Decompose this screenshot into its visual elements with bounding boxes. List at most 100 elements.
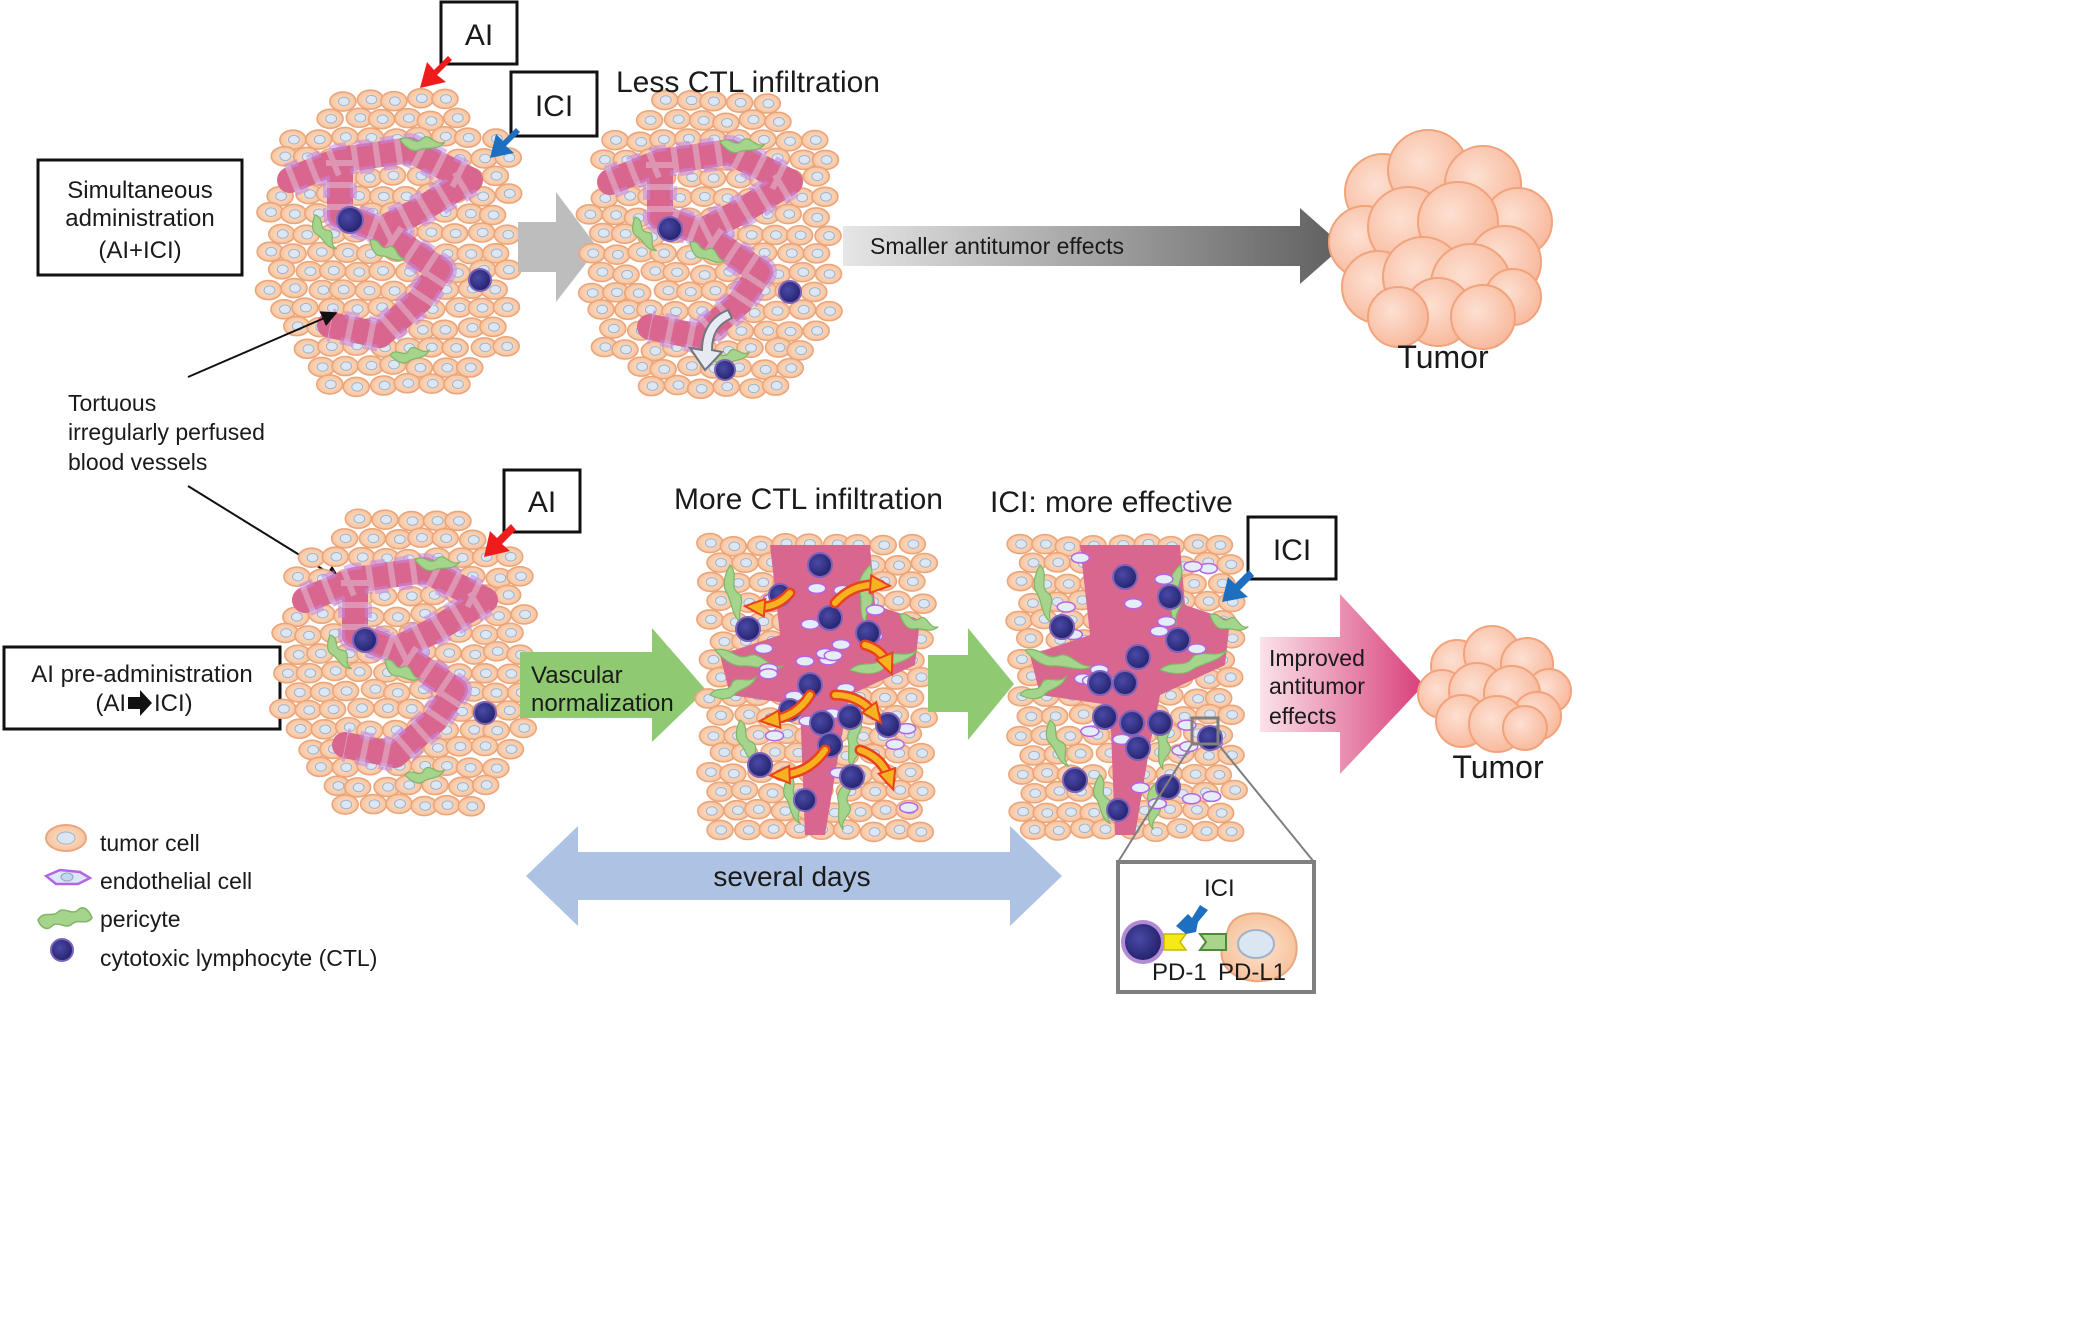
tumor-cell (599, 318, 627, 339)
tumor-cell (757, 782, 786, 804)
tumor-cell (269, 698, 297, 720)
tumor-cell (761, 375, 790, 396)
smaller-effects-arrow: Smaller antitumor effects (843, 208, 1343, 284)
tumor-cell (356, 89, 385, 110)
ctl-cell (778, 280, 802, 304)
ici-blue-arrow (490, 128, 520, 158)
tumor-cell (776, 357, 805, 379)
inset-pdl1-label: PD-L1 (1218, 959, 1286, 986)
tumor-cell (775, 321, 804, 342)
tumor-cell (1166, 818, 1195, 839)
zoom-line-right (1217, 743, 1315, 863)
tumor-cell (294, 699, 323, 721)
ctl-cell (1106, 798, 1130, 822)
tumor-cell (271, 622, 299, 644)
tumor-cell (601, 129, 629, 151)
tumor-cell (815, 300, 843, 322)
tumor-cell (686, 378, 715, 400)
preadmin-line-1: AI pre-administration (31, 661, 252, 688)
tumor-cell (1206, 802, 1235, 824)
tumor-cell (1215, 666, 1244, 688)
tumor-cell (442, 107, 471, 129)
pericyte (631, 216, 658, 252)
tumor-cell (800, 281, 828, 303)
ctl-cell (473, 701, 497, 725)
tumor-cell (832, 819, 861, 840)
pericyte (1019, 675, 1067, 700)
tumor-cell (267, 223, 296, 245)
legend-item-endothelial-cell: endothelial cell (43, 868, 252, 894)
tumor-cell (316, 108, 344, 130)
tumor-cell (254, 279, 283, 301)
ctl-cell (809, 710, 835, 736)
ici-label-row2: ICI (1273, 534, 1311, 567)
zoom-source-box (1190, 716, 1220, 746)
tumor-cell (482, 720, 511, 741)
tumor-cell (344, 661, 373, 683)
pericyte (1158, 649, 1228, 675)
tumor-cell (329, 91, 357, 112)
tumor-cell (455, 357, 484, 378)
ctl-cell (1062, 767, 1088, 793)
ici-label-box-row2: ICI (1246, 515, 1338, 581)
tumor-cell (896, 687, 925, 708)
tumor-cell (789, 149, 818, 171)
tumor-cell (331, 126, 359, 148)
ctl-cell (468, 268, 492, 292)
tumor-cell (380, 90, 408, 112)
tumor-cell (432, 794, 461, 816)
tumor-cell (467, 222, 496, 243)
tumor-cell (467, 297, 496, 319)
ctl-cell (1147, 710, 1173, 736)
tumor-cell (575, 204, 604, 225)
condition-line-3: (AI+ICI) (98, 237, 181, 264)
tumor-cell (344, 261, 373, 283)
tumor-cell (416, 221, 445, 243)
improved-line-1: Improved (1269, 645, 1365, 671)
tumor-cell (626, 131, 654, 153)
tumor-cell (786, 340, 814, 361)
tumor-cell (358, 528, 387, 549)
simultaneous-condition-box: Simultaneous administration (AI+ICI) (36, 158, 244, 277)
tumor-cell (410, 795, 438, 817)
tumor-cell (909, 593, 937, 615)
tumor-cell (369, 375, 398, 396)
tumor-cell (744, 798, 772, 820)
ai-label-box: AI (439, 0, 519, 66)
tumor-cell (611, 339, 639, 360)
inset-tumor-nucleus (1237, 929, 1275, 959)
tumor-cell (328, 279, 357, 300)
ctl-cell (793, 788, 817, 812)
vessel-note-line-3: blood vessels (68, 449, 207, 475)
tumor-cell (1217, 744, 1245, 766)
tumor-cell (706, 819, 734, 841)
smaller-effects-label: Smaller antitumor effects (870, 233, 1124, 259)
legend: tumor cell endothelial cell pericyte cyt… (37, 824, 377, 971)
ctl-cell (1165, 627, 1191, 653)
tumor-cell (304, 129, 333, 150)
tumor-cell (431, 88, 459, 110)
inset-pd1-label: PD-1 (1152, 959, 1207, 986)
tumor-cell (283, 566, 311, 587)
ai-label-row2: AI (528, 486, 556, 519)
tumor-lobe (1502, 705, 1548, 751)
tumor-cell (471, 662, 499, 684)
tumor-cell (456, 243, 485, 265)
tumor-cell (1019, 745, 1047, 766)
migration-arrow (829, 689, 883, 725)
tumor-cell (910, 707, 938, 729)
endothelial-cell (807, 582, 827, 595)
tumor-cell (279, 129, 307, 151)
tumor-cell (434, 642, 462, 664)
black-right-arrow-icon (128, 690, 152, 716)
pericyte (1045, 719, 1070, 767)
tumor-cell (662, 261, 690, 283)
tumor-cell (1032, 762, 1060, 784)
tumor-cell (485, 567, 514, 589)
endothelial-cell (1183, 560, 1203, 573)
ctl-cell (747, 752, 773, 778)
tumor-cell (496, 738, 525, 760)
tumor-cell (482, 757, 510, 779)
tumor-cell (719, 536, 748, 557)
